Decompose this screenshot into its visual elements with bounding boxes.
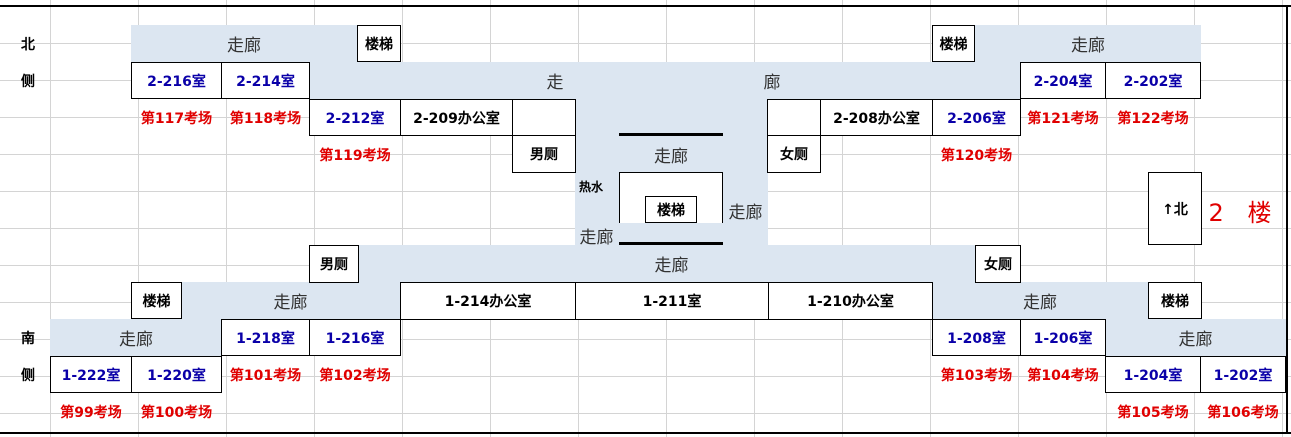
corridor-label-center-right: 走廊 [728,203,763,223]
stairs-south-west: 楼梯 [131,282,182,319]
exam-room-100: 第100考场 [140,404,213,421]
corridor-label-north-zou: 走 [546,73,564,93]
north-side-label-1: 北 [21,36,35,53]
stairs-center: 楼梯 [645,196,697,223]
room-1-211: 1-211室 [575,282,769,320]
corridor-se-upper [932,282,1148,319]
exam-room-99: 第99考场 [60,404,122,421]
stairs-south-east: 楼梯 [1148,282,1202,319]
room-1-216: 1-216室 [309,319,401,356]
exam-room-104: 第104考场 [1027,367,1099,384]
exam-room-117: 第117考场 [140,110,213,127]
restroom-female-north-upper [767,99,821,136]
restroom-male-south: 男厕 [309,245,359,283]
corridor-se-lower [1105,319,1286,356]
exam-room-101: 第101考场 [229,367,302,384]
restroom-male-north: 男厕 [512,135,576,173]
office-1-210: 1-210办公室 [768,282,933,320]
north-side-label-2: 侧 [21,73,35,90]
exam-room-120: 第120考场 [940,147,1013,164]
room-2-204: 2-204室 [1020,62,1106,99]
restroom-female-north: 女厕 [767,135,821,173]
corridor-sw-lower [50,319,222,356]
stairs-north-east: 楼梯 [932,25,975,62]
corridor-label-nw: 走廊 [227,36,261,56]
room-1-220: 1-220室 [131,356,222,393]
exam-room-105: 第105考场 [1117,404,1189,421]
corridor-sw-upper [181,282,400,319]
room-2-212: 2-212室 [309,99,401,136]
room-1-204: 1-204室 [1105,356,1201,393]
corridor-label-ne: 走廊 [1071,36,1105,56]
office-1-214: 1-214办公室 [400,282,576,320]
stairs-north-west: 楼梯 [357,25,401,62]
restroom-male-north-upper [512,99,576,136]
corridor-label-sw-lower: 走廊 [119,330,153,350]
room-1-206: 1-206室 [1020,319,1106,356]
room-1-208: 1-208室 [932,319,1021,356]
room-2-216: 2-216室 [131,62,222,99]
corridor-label-se-lower: 走廊 [1178,330,1213,350]
south-side-label-2: 侧 [21,367,35,384]
office-2-208: 2-208办公室 [820,99,933,136]
room-2-214: 2-214室 [221,62,310,99]
office-2-209: 2-209办公室 [400,99,513,136]
hot-water-label: 热水 [578,179,603,194]
room-1-222: 1-222室 [50,356,132,393]
corridor-nw [131,25,357,62]
frame-bottom-line [0,432,1291,434]
corridor-label-south-main: 走廊 [654,256,689,276]
floor-label: 2 楼 [1208,198,1280,227]
room-1-202: 1-202室 [1200,356,1286,393]
frame-top-line [0,5,1291,7]
north-arrow-indicator: ↑北 [1148,172,1202,245]
corridor-north-main [309,62,1020,99]
restroom-female-south: 女厕 [975,245,1021,283]
exam-room-122: 第122考场 [1117,110,1189,127]
exam-room-102: 第102考场 [319,367,391,384]
corridor-label-center-left: 走廊 [579,227,614,248]
center-wall-top [619,133,723,136]
corridor-label-se-upper: 走廊 [1023,293,1057,313]
corridor-label-center: 走廊 [654,147,688,167]
corridor-south-main [358,245,975,282]
exam-room-121: 第121考场 [1027,110,1099,127]
exam-room-106: 第106考场 [1207,404,1279,421]
room-2-202: 2-202室 [1105,62,1201,99]
south-side-label-1: 南 [21,330,35,347]
corridor-ne [975,25,1201,62]
room-2-206: 2-206室 [932,99,1021,136]
corridor-label-north-lang: 廊 [763,73,781,93]
center-wall-bottom [619,242,723,245]
exam-room-118: 第118考场 [229,110,302,127]
room-1-218: 1-218室 [221,319,310,356]
frame-right-line [1286,5,1288,434]
exam-room-119: 第119考场 [319,147,391,164]
corridor-label-sw-upper: 走廊 [273,293,308,313]
exam-room-103: 第103考场 [940,367,1013,384]
